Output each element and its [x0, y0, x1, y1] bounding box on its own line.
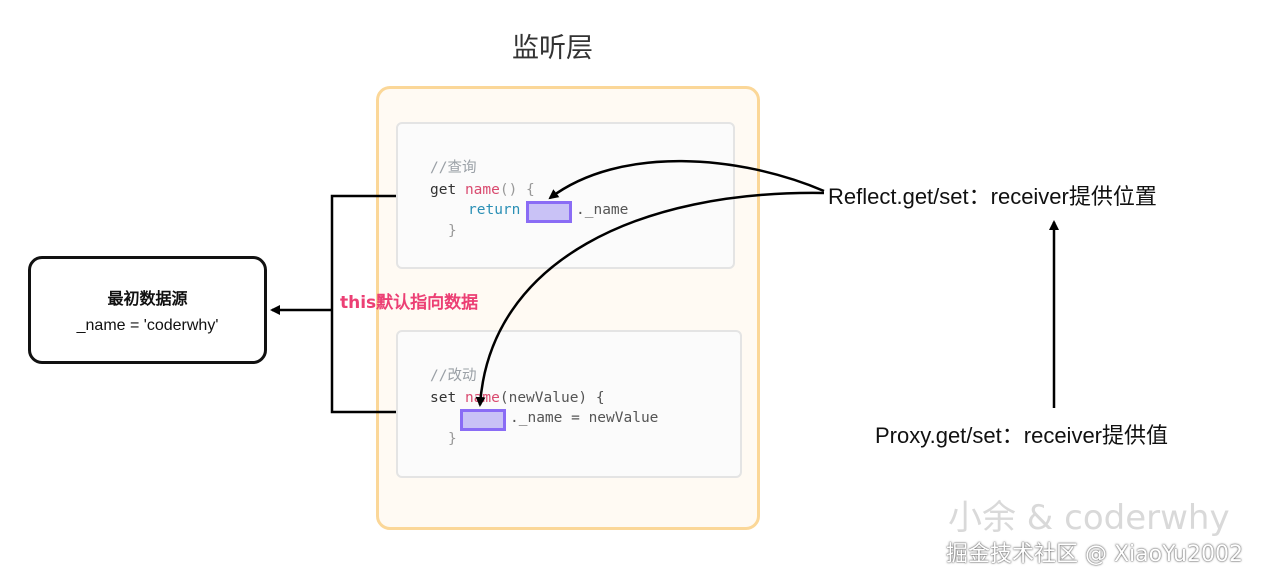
- reflect-to-getter-arrow: [548, 159, 825, 200]
- watermark-author: 小余 & coderwhy: [948, 498, 1230, 538]
- source-title: 最初数据源: [107, 289, 188, 308]
- reflect-receiver-label: Reflect.get/set：receiver提供位置: [828, 184, 1157, 209]
- setter-comment: //改动: [430, 368, 477, 384]
- original-data-source-box: 最初数据源 _name = 'coderwhy': [28, 256, 267, 364]
- getter-comment: //查询: [430, 160, 477, 176]
- getter-parens: () {: [499, 182, 535, 198]
- getter-name: name: [464, 182, 500, 198]
- getter-close-brace: }: [448, 223, 457, 239]
- setter-suffix: ._name = newValue: [510, 410, 659, 426]
- diagram-title: 监听层: [512, 33, 593, 64]
- getter-return-keyword: return: [468, 202, 521, 218]
- getter-receiver-slot: [526, 201, 572, 223]
- getter-signature: get name() {: [430, 181, 535, 199]
- setter-keyword: set: [430, 390, 457, 406]
- setter-params: (newValue) {: [499, 390, 605, 406]
- getter-keyword: get: [430, 182, 457, 198]
- setter-code-panel: //改动 set name(newValue) { ._name = newVa…: [396, 330, 742, 478]
- getter-suffix: ._name: [576, 202, 629, 218]
- proxy-receiver-label: Proxy.get/set：receiver提供值: [875, 423, 1169, 448]
- this-default-label: this默认指向数据: [340, 293, 479, 313]
- setter-close-brace: }: [448, 431, 457, 447]
- getter-code-panel: //查询 get name() { return ._name }: [396, 122, 735, 269]
- reflect-to-setter-arrow: [475, 191, 825, 407]
- source-value: _name = 'coderwhy': [76, 317, 219, 334]
- bracket-connector: [330, 194, 396, 414]
- watermark-site: 掘金技术社区 @ XiaoYu2002: [946, 542, 1243, 567]
- setter-receiver-slot: [460, 409, 506, 431]
